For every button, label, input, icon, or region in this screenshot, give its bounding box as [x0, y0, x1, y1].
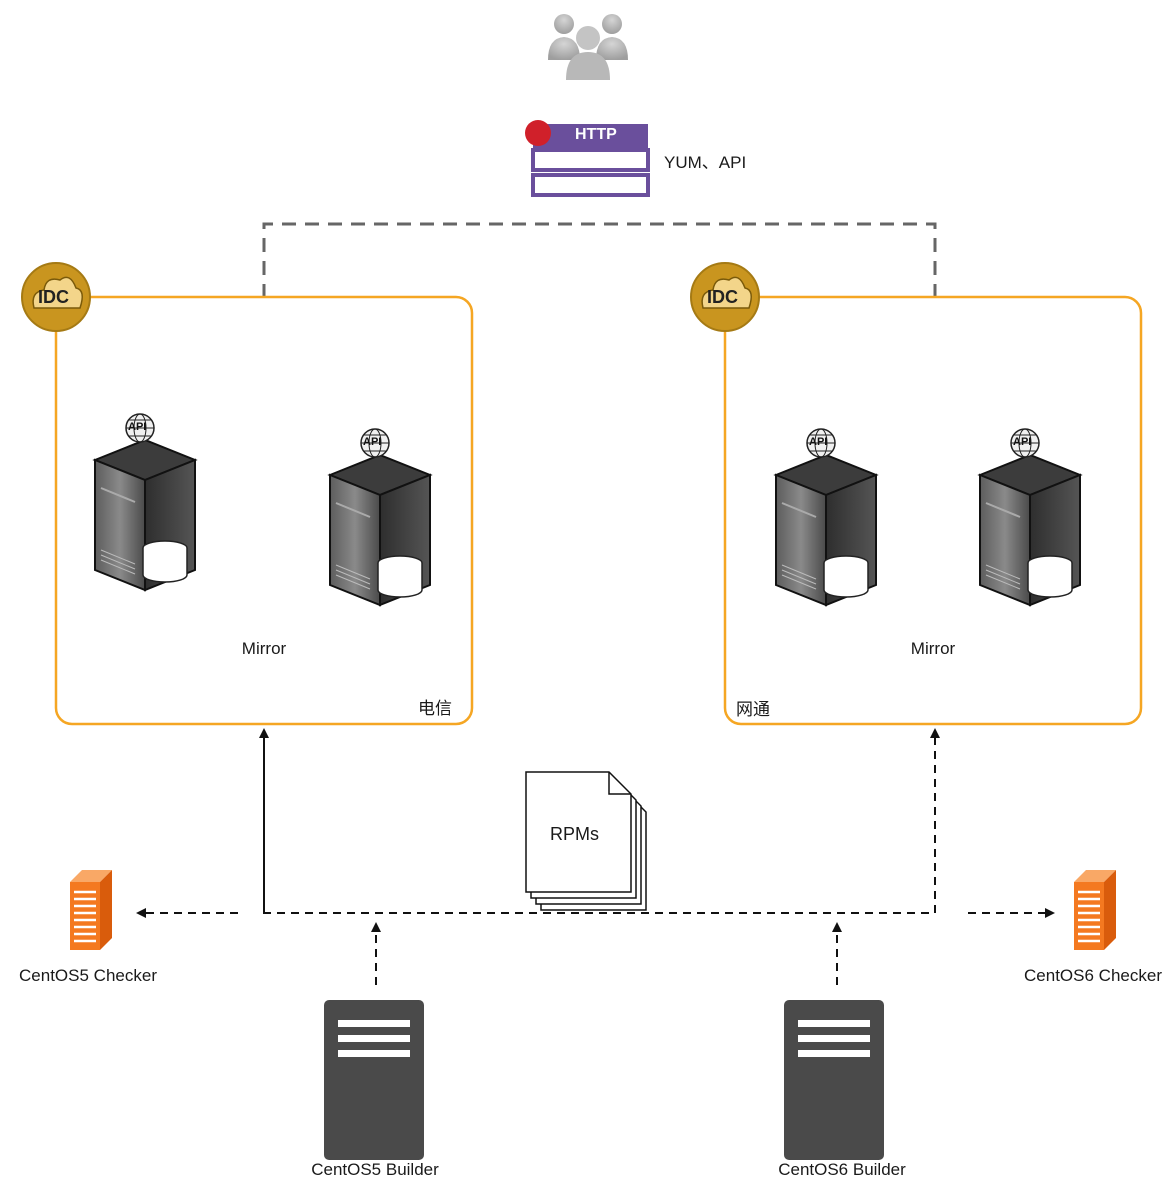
- isp-label-right: 网通: [736, 700, 770, 720]
- centos5-builder-icon: [324, 1000, 424, 1160]
- idc-left-badge-text: IDC: [38, 287, 69, 307]
- centos5-builder-label: CentOS5 Builder: [311, 1160, 439, 1179]
- idc-right-badge-text: IDC: [707, 287, 738, 307]
- mirror-server-icon: [94, 413, 196, 591]
- rpms-documents-icon: [525, 771, 647, 911]
- idc-left-cloud-icon: [21, 262, 91, 332]
- mirror-server-icon: [979, 428, 1081, 606]
- rpms-label: RPMs: [550, 824, 599, 844]
- centos6-builder-icon: [784, 1000, 884, 1160]
- centos6-checker-label: CentOS6 Checker: [1024, 966, 1162, 985]
- mirror-label-right: Mirror: [910, 639, 956, 658]
- http-stack-icon: [525, 120, 650, 197]
- users-icon: [548, 14, 628, 80]
- api-badge-text: API: [128, 421, 147, 433]
- mirror-server-icon: [329, 428, 431, 606]
- http-connector-line: [262, 222, 937, 298]
- protocol-label: YUM、API: [664, 153, 747, 172]
- api-badge-text: API: [363, 436, 382, 448]
- centos5-checker-icon: [68, 868, 114, 952]
- http-label: HTTP: [575, 126, 617, 143]
- api-badge-text: API: [1013, 436, 1032, 448]
- idc-left-box: [54, 295, 474, 726]
- idc-right-cloud-icon: [690, 262, 760, 332]
- centos6-checker-icon: [1072, 868, 1118, 952]
- api-badge-text: API: [809, 436, 828, 448]
- centos6-builder-label: CentOS6 Builder: [778, 1160, 906, 1179]
- idc-right-box: [723, 295, 1143, 726]
- mirror-label-left: Mirror: [241, 639, 287, 658]
- mirror-server-icon: [775, 428, 877, 606]
- isp-label-left: 电信: [418, 699, 452, 719]
- centos5-checker-label: CentOS5 Checker: [19, 966, 157, 985]
